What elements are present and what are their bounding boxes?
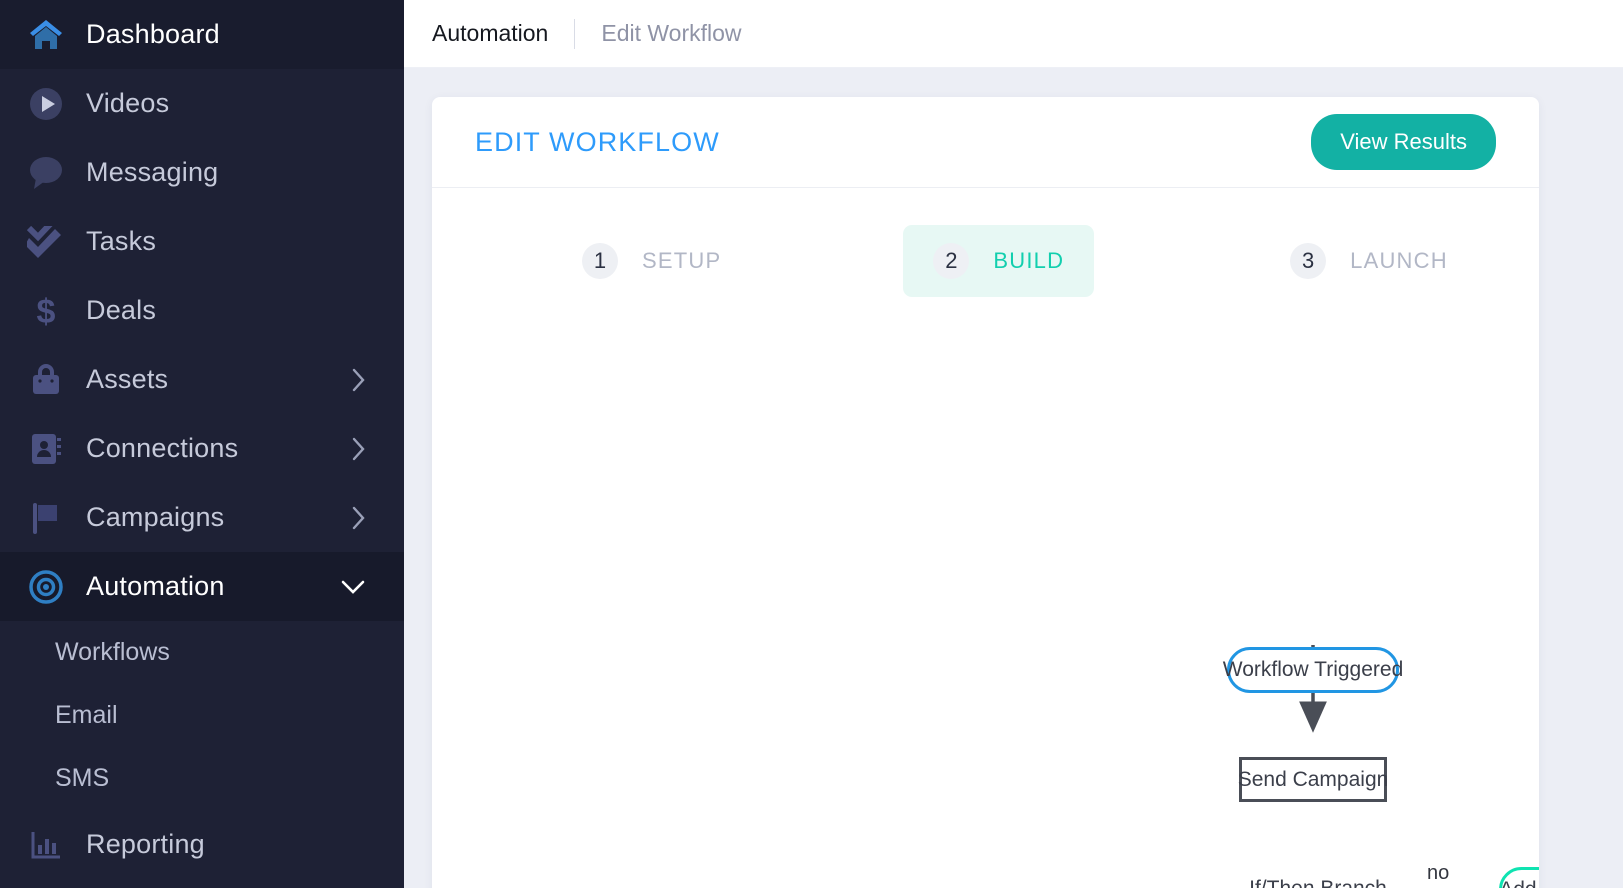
- sidebar-item-label: Reporting: [86, 829, 205, 859]
- sidebar-item-label: Videos: [86, 88, 170, 118]
- sidebar-subitem-email[interactable]: Email: [0, 684, 404, 747]
- chevron-right-icon[interactable]: [352, 506, 366, 530]
- sidebar-item-assets[interactable]: Assets: [0, 345, 404, 414]
- breadcrumb-automation[interactable]: Automation: [432, 20, 549, 46]
- sidebar-item-label: Automation: [86, 571, 225, 601]
- sidebar-item-campaigns[interactable]: Campaigns: [0, 483, 404, 552]
- workflow-connectors: [1299, 645, 1327, 767]
- flag-icon: [24, 501, 68, 535]
- chat-bubble-icon: [24, 156, 68, 189]
- page-body: EDIT WORKFLOW View Results 1 SETUP 2 BUI…: [404, 68, 1623, 888]
- bar-chart-icon: [24, 830, 68, 860]
- view-results-button[interactable]: View Results: [1311, 114, 1496, 170]
- step-number: 1: [582, 243, 618, 279]
- main-area: Automation Edit Workflow EDIT WORKFLOW V…: [404, 0, 1623, 888]
- sidebar-item-label: Messaging: [86, 157, 219, 187]
- sidebar: Dashboard Videos Messaging Tasks $ Deals: [0, 0, 404, 888]
- sidebar-item-label: Deals: [86, 295, 157, 325]
- chevron-down-icon[interactable]: [340, 579, 366, 595]
- breadcrumb: Automation Edit Workflow: [404, 0, 1623, 68]
- sidebar-item-dashboard[interactable]: Dashboard: [0, 0, 404, 69]
- sidebar-subitem-sms[interactable]: SMS: [0, 747, 404, 810]
- step-number: 3: [1290, 243, 1327, 279]
- contact-book-icon: [24, 432, 68, 466]
- target-icon: [24, 569, 68, 604]
- card-header: EDIT WORKFLOW View Results: [432, 97, 1539, 188]
- edit-workflow-card: EDIT WORKFLOW View Results 1 SETUP 2 BUI…: [432, 97, 1539, 888]
- step-build[interactable]: 2 BUILD: [903, 225, 1095, 297]
- chevron-right-icon[interactable]: [352, 368, 366, 392]
- breadcrumb-divider: [574, 18, 576, 49]
- breadcrumb-edit-workflow[interactable]: Edit Workflow: [601, 20, 742, 46]
- page-title: EDIT WORKFLOW: [475, 126, 720, 157]
- sidebar-item-label: Assets: [86, 364, 169, 394]
- double-check-icon: [24, 225, 68, 258]
- sidebar-subitem-label: Email: [55, 701, 118, 729]
- sidebar-item-messaging[interactable]: Messaging: [0, 138, 404, 207]
- sidebar-item-automation[interactable]: Automation: [0, 552, 404, 621]
- edge-label-no: no: [1427, 862, 1450, 884]
- sidebar-item-label: Dashboard: [86, 19, 220, 49]
- step-indicator: 1 SETUP 2 BUILD 3 LAUNCH: [432, 188, 1539, 297]
- chevron-right-icon[interactable]: [352, 437, 366, 461]
- home-icon: [24, 18, 68, 52]
- step-label: LAUNCH: [1350, 248, 1448, 273]
- sidebar-item-label: Connections: [86, 433, 239, 463]
- step-launch[interactable]: 3 LAUNCH: [1260, 225, 1478, 297]
- node-add-no-branch[interactable]: Add no branch: [1499, 867, 1539, 888]
- sidebar-subitem-workflows[interactable]: Workflows: [0, 621, 404, 684]
- sidebar-item-tasks[interactable]: Tasks: [0, 207, 404, 276]
- svg-text:$: $: [37, 293, 56, 329]
- play-circle-icon: [24, 87, 68, 121]
- node-if-then-branch[interactable]: If/Then Branch: [1222, 875, 1414, 888]
- node-workflow-triggered[interactable]: Workflow Triggered: [1223, 647, 1403, 693]
- sidebar-item-deals[interactable]: $ Deals: [0, 276, 404, 345]
- sidebar-item-videos[interactable]: Videos: [0, 69, 404, 138]
- step-number: 2: [933, 243, 970, 279]
- step-label: SETUP: [642, 248, 722, 273]
- sidebar-item-label: Campaigns: [86, 502, 225, 532]
- step-label: BUILD: [993, 248, 1065, 273]
- node-send-campaign[interactable]: Send Campaign: [1238, 757, 1388, 802]
- sidebar-item-label: Tasks: [86, 226, 157, 256]
- sidebar-subitem-label: Workflows: [55, 638, 170, 666]
- workflow-canvas: Workflow Triggered Send Campaign If/Then…: [432, 297, 1539, 888]
- step-setup[interactable]: 1 SETUP: [552, 225, 751, 297]
- sidebar-item-connections[interactable]: Connections: [0, 414, 404, 483]
- dollar-icon: $: [24, 293, 68, 329]
- sidebar-subitem-label: SMS: [55, 764, 110, 792]
- sidebar-item-reporting[interactable]: Reporting: [0, 810, 404, 879]
- briefcase-icon: [24, 363, 68, 396]
